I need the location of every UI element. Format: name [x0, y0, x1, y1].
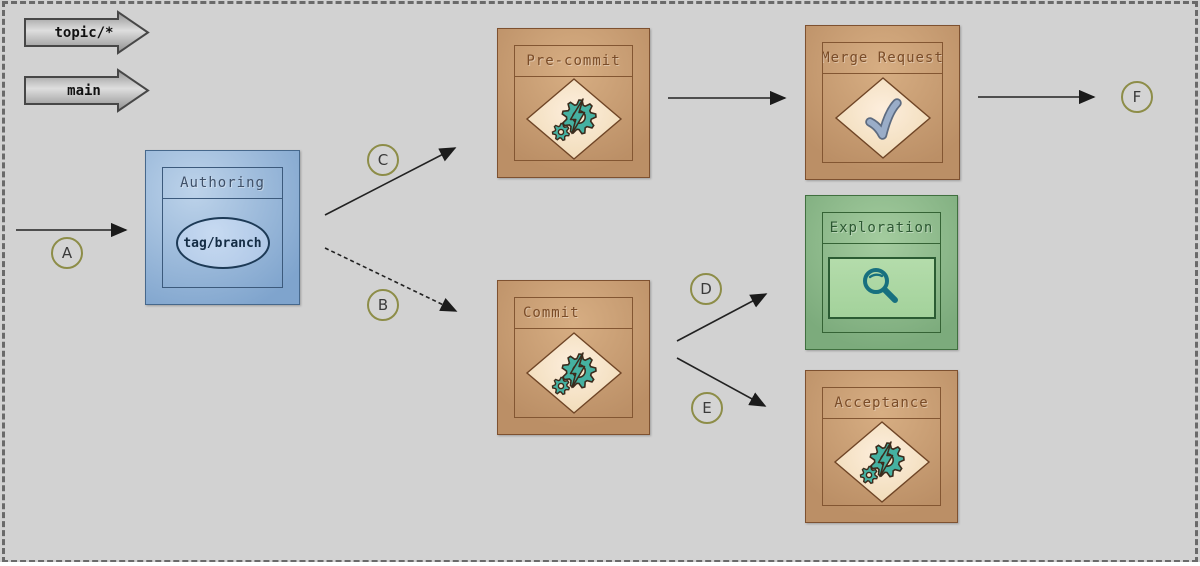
node-authoring-title: Authoring — [163, 168, 282, 199]
connector-badge-e: E — [691, 392, 723, 424]
checkmark-icon — [834, 77, 931, 159]
connector-badge-d-label: D — [700, 280, 712, 298]
connector-badge-e-label: E — [702, 399, 712, 417]
automation-gears-icon — [525, 77, 622, 160]
connector-badge-c-label: C — [377, 151, 389, 169]
connector-badge-f-label: F — [1132, 88, 1142, 106]
node-acceptance: Acceptance — [805, 370, 958, 523]
node-exploration-title: Exploration — [823, 213, 940, 244]
node-acceptance-title: Acceptance — [823, 388, 940, 419]
node-exploration: Exploration — [805, 195, 958, 350]
node-commit-title: Commit — [515, 298, 632, 329]
connector-badge-a-label: A — [61, 244, 73, 262]
automation-gears-icon — [525, 332, 622, 414]
tag-branch-ellipse: tag/branch — [175, 217, 270, 269]
node-merge-request-title: Merge Request — [823, 43, 942, 74]
node-merge-request: Merge Request — [805, 25, 960, 180]
bottom-edge — [0, 562, 1200, 566]
connector-badge-b: B — [367, 289, 399, 321]
node-authoring: Authoring tag/branch — [145, 150, 300, 305]
automation-gears-icon — [833, 421, 930, 503]
node-commit: Commit — [497, 280, 650, 435]
connector-badge-b-label: B — [377, 296, 389, 314]
connector-badge-a: A — [51, 237, 83, 269]
node-pre-commit: Pre-commit — [497, 28, 650, 178]
magnifier-icon — [852, 263, 912, 313]
connector-badge-d: D — [690, 273, 722, 305]
exploration-screen — [827, 257, 936, 319]
node-pre-commit-title: Pre-commit — [515, 46, 632, 77]
connector-badge-f: F — [1121, 81, 1153, 113]
connector-badge-c: C — [367, 144, 399, 176]
